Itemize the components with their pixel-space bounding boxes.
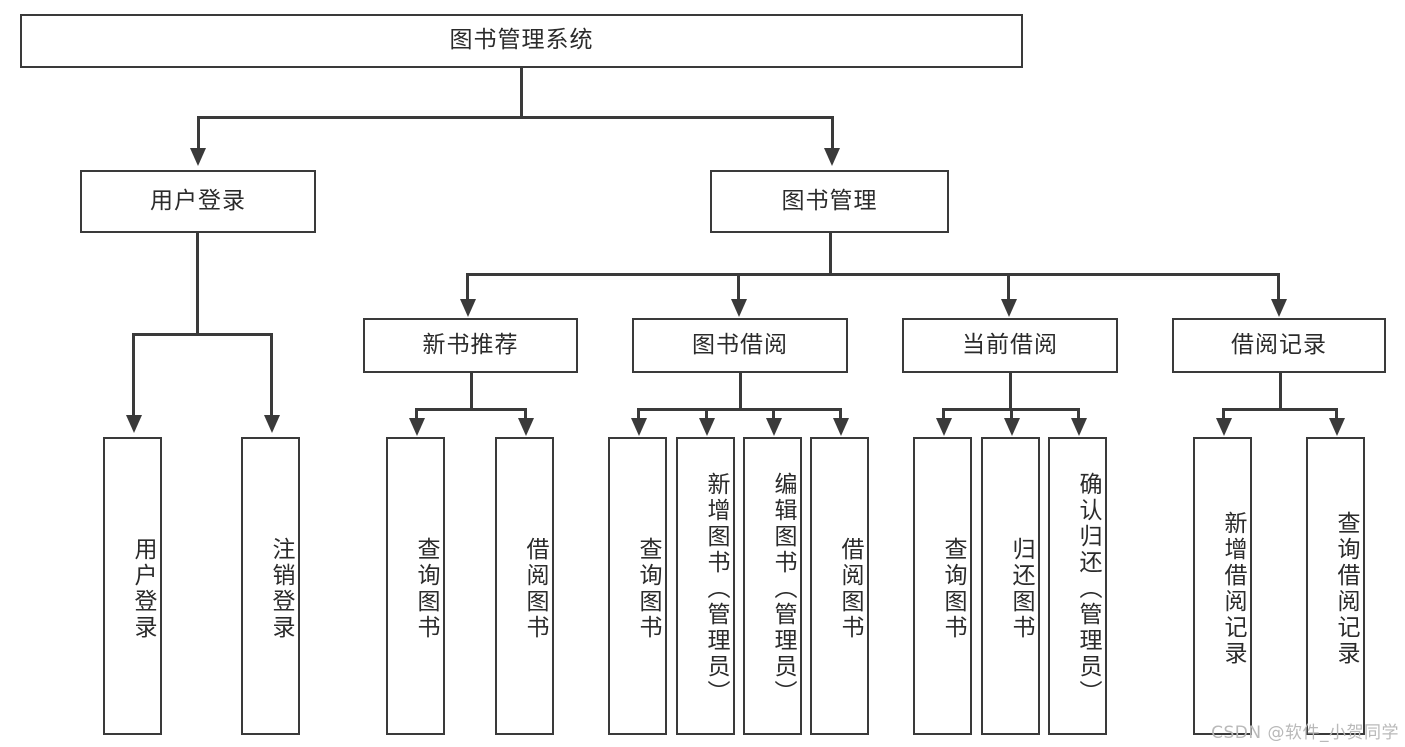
node-label: 编辑图书（管理员）	[770, 472, 796, 706]
leaf-new-book-rec-borrow-book[interactable]: 借阅图书	[495, 437, 554, 735]
leaf-book-borrow-borrow-book[interactable]: 借阅图书	[810, 437, 869, 735]
leaf-user-login-login[interactable]: 用户登录	[103, 437, 162, 735]
edge-cb-to-leaf-1	[1010, 408, 1013, 422]
edge-new-book-rec-stem	[470, 373, 473, 410]
edge-new-book-rec-bus	[415, 408, 526, 411]
edge-bm-to-current-borrow	[1007, 273, 1010, 303]
edge-book-borrow-stem	[739, 373, 742, 410]
node-new-book-recommend[interactable]: 新书推荐	[363, 318, 578, 373]
leaf-current-borrow-confirm-return-admin[interactable]: 确认归还（管理员）	[1048, 437, 1107, 735]
edge-bb-to-leaf-0	[637, 408, 640, 422]
node-label: 新增借阅记录	[1220, 511, 1246, 667]
node-label: 用户登录	[150, 187, 246, 214]
node-label: 归还图书	[1008, 537, 1034, 641]
arrow-root-to-user-login	[190, 148, 206, 166]
node-label: 图书管理系统	[449, 27, 594, 54]
edge-br-to-leaf-1	[1335, 408, 1338, 422]
node-label: 当前借阅	[962, 331, 1058, 358]
arrow-bm-to-current-borrow	[1001, 299, 1017, 317]
edge-book-management-bus	[466, 273, 1280, 276]
node-label: 查询图书	[635, 537, 661, 641]
leaf-current-borrow-return-book[interactable]: 归还图书	[981, 437, 1040, 735]
node-label: 借阅记录	[1231, 331, 1327, 358]
edge-cb-to-leaf-0	[942, 408, 945, 422]
node-label: 新增图书（管理员）	[703, 472, 729, 706]
node-label: 查询图书	[940, 537, 966, 641]
edge-user-login-to-leaf-0	[132, 333, 135, 419]
leaf-borrow-record-add-record[interactable]: 新增借阅记录	[1193, 437, 1252, 735]
edge-nbr-to-leaf-1	[524, 408, 527, 422]
edge-user-login-stem	[196, 233, 199, 335]
edge-borrow-record-bus	[1222, 408, 1337, 411]
arrow-cb-to-leaf-0	[936, 418, 952, 436]
leaf-user-login-logout[interactable]: 注销登录	[241, 437, 300, 735]
node-label: 注销登录	[268, 537, 294, 641]
edge-root-stem	[520, 68, 523, 118]
arrow-bm-to-book-borrow	[731, 299, 747, 317]
node-label: 借阅图书	[522, 537, 548, 641]
edge-book-management-stem	[829, 233, 832, 275]
arrow-bm-to-new-book-rec	[460, 299, 476, 317]
node-label: 图书管理	[781, 187, 878, 214]
node-label: 查询图书	[413, 537, 439, 641]
arrow-br-to-leaf-1	[1329, 418, 1345, 436]
edge-bb-to-leaf-2	[772, 408, 775, 422]
arrow-bb-to-leaf-2	[766, 418, 782, 436]
node-borrow-record[interactable]: 借阅记录	[1172, 318, 1386, 373]
arrow-bm-to-borrow-record	[1271, 299, 1287, 317]
edge-user-login-to-leaf-1	[270, 333, 273, 419]
node-root-book-management-system[interactable]: 图书管理系统	[20, 14, 1023, 68]
leaf-borrow-record-query-record[interactable]: 查询借阅记录	[1306, 437, 1365, 735]
node-label: 借阅图书	[837, 537, 863, 641]
node-label: 确认归还（管理员）	[1075, 472, 1101, 706]
leaf-new-book-rec-query-book[interactable]: 查询图书	[386, 437, 445, 735]
edge-br-to-leaf-0	[1222, 408, 1225, 422]
arrow-bb-to-leaf-3	[833, 418, 849, 436]
leaf-current-borrow-query-book[interactable]: 查询图书	[913, 437, 972, 735]
arrow-user-login-to-leaf-0	[126, 415, 142, 433]
arrow-cb-to-leaf-1	[1004, 418, 1020, 436]
arrow-bb-to-leaf-1	[699, 418, 715, 436]
node-label: 查询借阅记录	[1333, 511, 1359, 667]
edge-bm-to-new-book-rec	[466, 273, 469, 303]
leaf-book-borrow-add-book-admin[interactable]: 新增图书（管理员）	[676, 437, 735, 735]
edge-nbr-to-leaf-0	[415, 408, 418, 422]
arrow-cb-to-leaf-2	[1071, 418, 1087, 436]
edge-bb-to-leaf-1	[705, 408, 708, 422]
node-label: 图书借阅	[692, 331, 788, 358]
arrow-nbr-to-leaf-1	[518, 418, 534, 436]
edge-cb-to-leaf-2	[1077, 408, 1080, 422]
leaf-book-borrow-edit-book-admin[interactable]: 编辑图书（管理员）	[743, 437, 802, 735]
edge-root-to-book-management	[831, 116, 834, 152]
watermark: CSDN @软件_小贺同学	[1211, 723, 1399, 743]
node-book-management[interactable]: 图书管理	[710, 170, 949, 233]
edge-user-login-bus	[132, 333, 272, 336]
arrow-root-to-book-management	[824, 148, 840, 166]
leaf-book-borrow-query-book[interactable]: 查询图书	[608, 437, 667, 735]
edge-bb-to-leaf-3	[839, 408, 842, 422]
node-label: 用户登录	[130, 537, 156, 641]
arrow-bb-to-leaf-0	[631, 418, 647, 436]
edge-book-borrow-bus	[637, 408, 841, 411]
node-book-borrow[interactable]: 图书借阅	[632, 318, 848, 373]
arrow-user-login-to-leaf-1	[264, 415, 280, 433]
arrow-nbr-to-leaf-0	[409, 418, 425, 436]
edge-root-bus	[197, 116, 834, 119]
node-label: 新书推荐	[422, 331, 519, 358]
node-current-borrow[interactable]: 当前借阅	[902, 318, 1118, 373]
edge-bm-to-borrow-record	[1277, 273, 1280, 303]
edge-borrow-record-stem	[1279, 373, 1282, 410]
edge-current-borrow-stem	[1009, 373, 1012, 410]
edge-bm-to-book-borrow	[737, 273, 740, 303]
node-user-login[interactable]: 用户登录	[80, 170, 316, 233]
edge-root-to-user-login	[197, 116, 200, 152]
arrow-br-to-leaf-0	[1216, 418, 1232, 436]
